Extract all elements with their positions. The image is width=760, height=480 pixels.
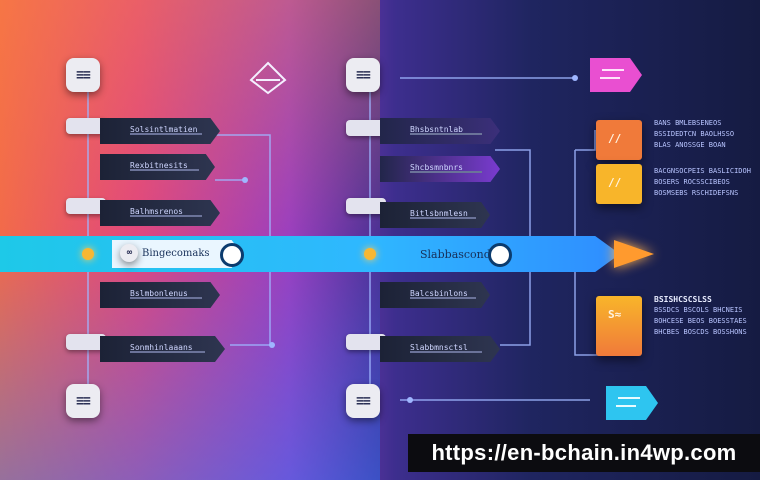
process-card[interactable]: Slabbmnsctsl — [380, 336, 500, 362]
tile-glyph: ∕∕ — [608, 132, 622, 145]
info-text-mid: BACGNSOCPEIS BASLICIDOH BOSERS ROCSSCIBE… — [654, 166, 751, 199]
flow-node-top-middle[interactable]: ≡≡ — [346, 58, 380, 92]
stack-cap-middle-3 — [346, 334, 386, 350]
status-tile-orange[interactable]: ∕∕ — [596, 120, 642, 160]
info-line: BSSDCS BSCOLS BHCNEIS — [654, 306, 743, 314]
flow-node-top-left[interactable]: ≡≡ — [66, 58, 100, 92]
info-text-low: BSISHCSCSLSS BSSDCS BSCOLS BHCNEIS BOHCE… — [654, 294, 747, 338]
card-label: Sonmhinlaaans — [130, 343, 193, 352]
info-line: BACGNSOCPEIS BASLICIDOH — [654, 167, 751, 175]
process-card[interactable]: Bitlsbnmlesn — [380, 202, 490, 228]
list-icon: ≡≡ — [76, 67, 91, 83]
output-hex-top[interactable] — [586, 56, 644, 94]
status-tile-yellow[interactable]: ∕∕ — [596, 164, 642, 204]
band-junction-dot — [364, 248, 376, 260]
list-icon: ≡≡ — [356, 393, 371, 409]
card-label: Bhsbsntnlab — [410, 125, 463, 134]
card-label: Bingecomaks — [142, 248, 210, 259]
link-icon: ∞ — [126, 248, 133, 258]
process-card[interactable]: Rexbitnesits — [100, 154, 215, 180]
process-card[interactable]: Solsintlmatien — [100, 118, 220, 144]
url-watermark: https://en-bchain.in4wp.com — [408, 434, 760, 472]
card-label: Solsintlmatien — [130, 125, 198, 134]
card-label: Bslmbonlenus — [130, 289, 188, 298]
tile-glyph: S≈ — [608, 308, 622, 321]
info-line: BHCBES BOSCDS BOSSHONS — [654, 328, 747, 336]
process-card[interactable]: Bslmbonlenus — [100, 282, 220, 308]
output-hex-bottom[interactable] — [602, 384, 660, 422]
flow-node-bottom-middle[interactable]: ≡≡ — [346, 384, 380, 418]
stack-cap-middle-1 — [346, 120, 386, 136]
process-card[interactable]: Balhmsrenos — [100, 200, 220, 226]
card-label: Bitlsbnmlesn — [410, 209, 468, 218]
info-text-top: BANS BMLEBSENEOS BSSIDEDTCN BAOLHSSO BLA… — [654, 118, 734, 151]
main-flow-band — [0, 236, 620, 272]
band-node-ring[interactable] — [220, 243, 244, 267]
info-line: BSSIDEDTCN BAOLHSSO — [654, 130, 735, 138]
process-card[interactable]: Bhsbsntnlab — [380, 118, 500, 144]
card-label: Shcbsmnbnrs — [410, 163, 463, 172]
status-tile-bottom[interactable]: S≈ — [596, 296, 642, 356]
process-card[interactable]: Balcsbinlons — [380, 282, 490, 308]
info-line: BANS BMLEBSENEOS — [654, 119, 722, 127]
card-label: Balhmsrenos — [130, 207, 183, 216]
card-label: Balcsbinlons — [410, 289, 468, 298]
process-card[interactable]: Shcbsmnbnrs — [380, 156, 500, 182]
pyramid-icon — [249, 61, 287, 95]
stack-cap-left-3 — [66, 334, 106, 350]
url-text: https://en-bchain.in4wp.com — [431, 440, 737, 465]
list-icon: ≡≡ — [356, 67, 371, 83]
card-label: Rexbitnesits — [130, 161, 188, 170]
info-heading: BSISHCSCSLSS — [654, 295, 712, 304]
stack-cap-middle-2 — [346, 198, 386, 214]
band-label-right: Slabbasconds — [420, 248, 497, 261]
info-line: BOSERS ROCSSCIBEOS — [654, 178, 730, 186]
info-line: BOHCESE BEOS BOESSTAES — [654, 317, 747, 325]
tile-glyph: ∕∕ — [608, 176, 622, 189]
stack-cap-left-1 — [66, 118, 106, 134]
card-label: Slabbmnsctsl — [410, 343, 468, 352]
flow-node-bottom-left[interactable]: ≡≡ — [66, 384, 100, 418]
process-card[interactable]: Sonmhinlaaans — [100, 336, 225, 362]
stack-cap-left-2 — [66, 198, 106, 214]
band-node-left[interactable]: ∞ — [120, 244, 138, 262]
list-icon: ≡≡ — [76, 393, 91, 409]
info-line: BOSMSEBS RSCHIDEFSNS — [654, 189, 739, 197]
flow-arrowhead — [614, 240, 654, 268]
info-line: BLAS ANOSSGE BOAN — [654, 141, 726, 149]
band-node-ring[interactable] — [488, 243, 512, 267]
band-junction-dot — [82, 248, 94, 260]
